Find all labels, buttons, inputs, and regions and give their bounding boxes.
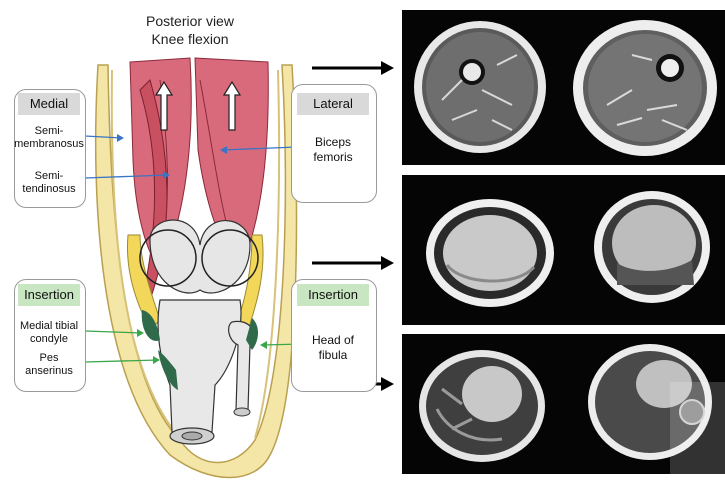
medial-header: Medial [18, 93, 80, 115]
insertion-right-header: Insertion [297, 284, 369, 306]
head-of-fibula-label: Head of fibula [297, 333, 369, 363]
pes-anserinus-label: Pes anserinus [14, 352, 84, 378]
biceps-femoris-label: Biceps femoris [297, 135, 369, 165]
insertion-left-header: Insertion [18, 284, 80, 306]
medial-tibial-condyle-label: Medial tibial condyle [14, 320, 84, 346]
semitendinosus-label: Semi- tendinosus [14, 170, 84, 196]
semimembranosus-label: Semi- membranosus [14, 125, 84, 151]
mri-knee-panel [402, 175, 725, 325]
mri-thigh-panel [402, 10, 725, 165]
lateral-header: Lateral [297, 93, 369, 115]
mri-lower-leg-panel [402, 334, 725, 474]
